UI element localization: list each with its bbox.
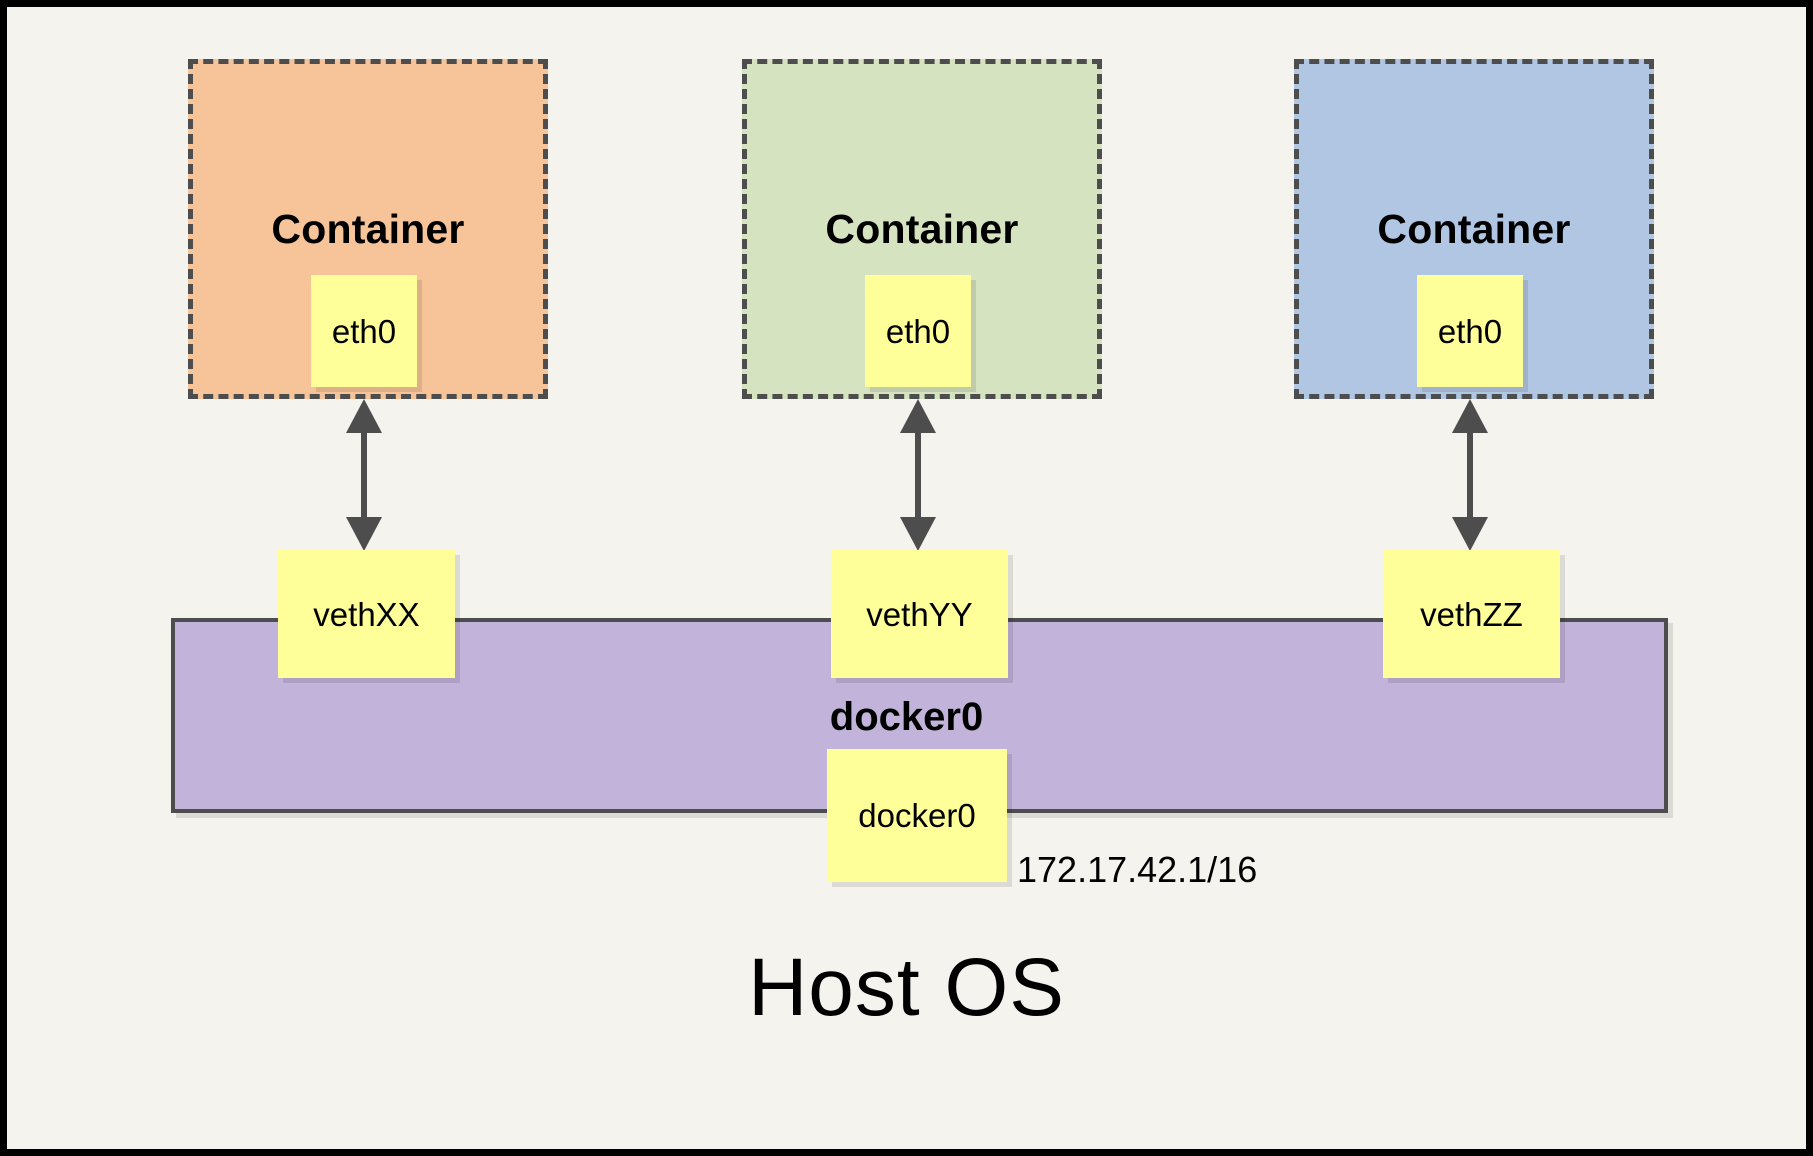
docker0-bridge-label: docker0 — [829, 695, 984, 739]
docker0-interface-box: docker0 — [827, 749, 1007, 882]
double-headed-arrow-3 — [1452, 399, 1488, 551]
eth0-box-1: eth0 — [311, 275, 417, 387]
double-headed-arrow-2 — [900, 399, 936, 551]
veth-box-3: vethZZ — [1383, 550, 1560, 678]
docker0-ip-address: 172.17.42.1/16 — [1017, 849, 1258, 890]
eth0-box-3: eth0 — [1417, 275, 1523, 387]
veth-box-2: vethYY — [831, 550, 1008, 678]
double-headed-arrow-1 — [346, 399, 382, 551]
container-title-3: Container — [1377, 206, 1571, 252]
container-title-2: Container — [825, 206, 1019, 252]
eth0-box-2: eth0 — [865, 275, 971, 387]
veth-box-1: vethXX — [278, 550, 455, 678]
host-os-label: Host OS — [748, 942, 1065, 1033]
container-title-1: Container — [271, 206, 465, 252]
